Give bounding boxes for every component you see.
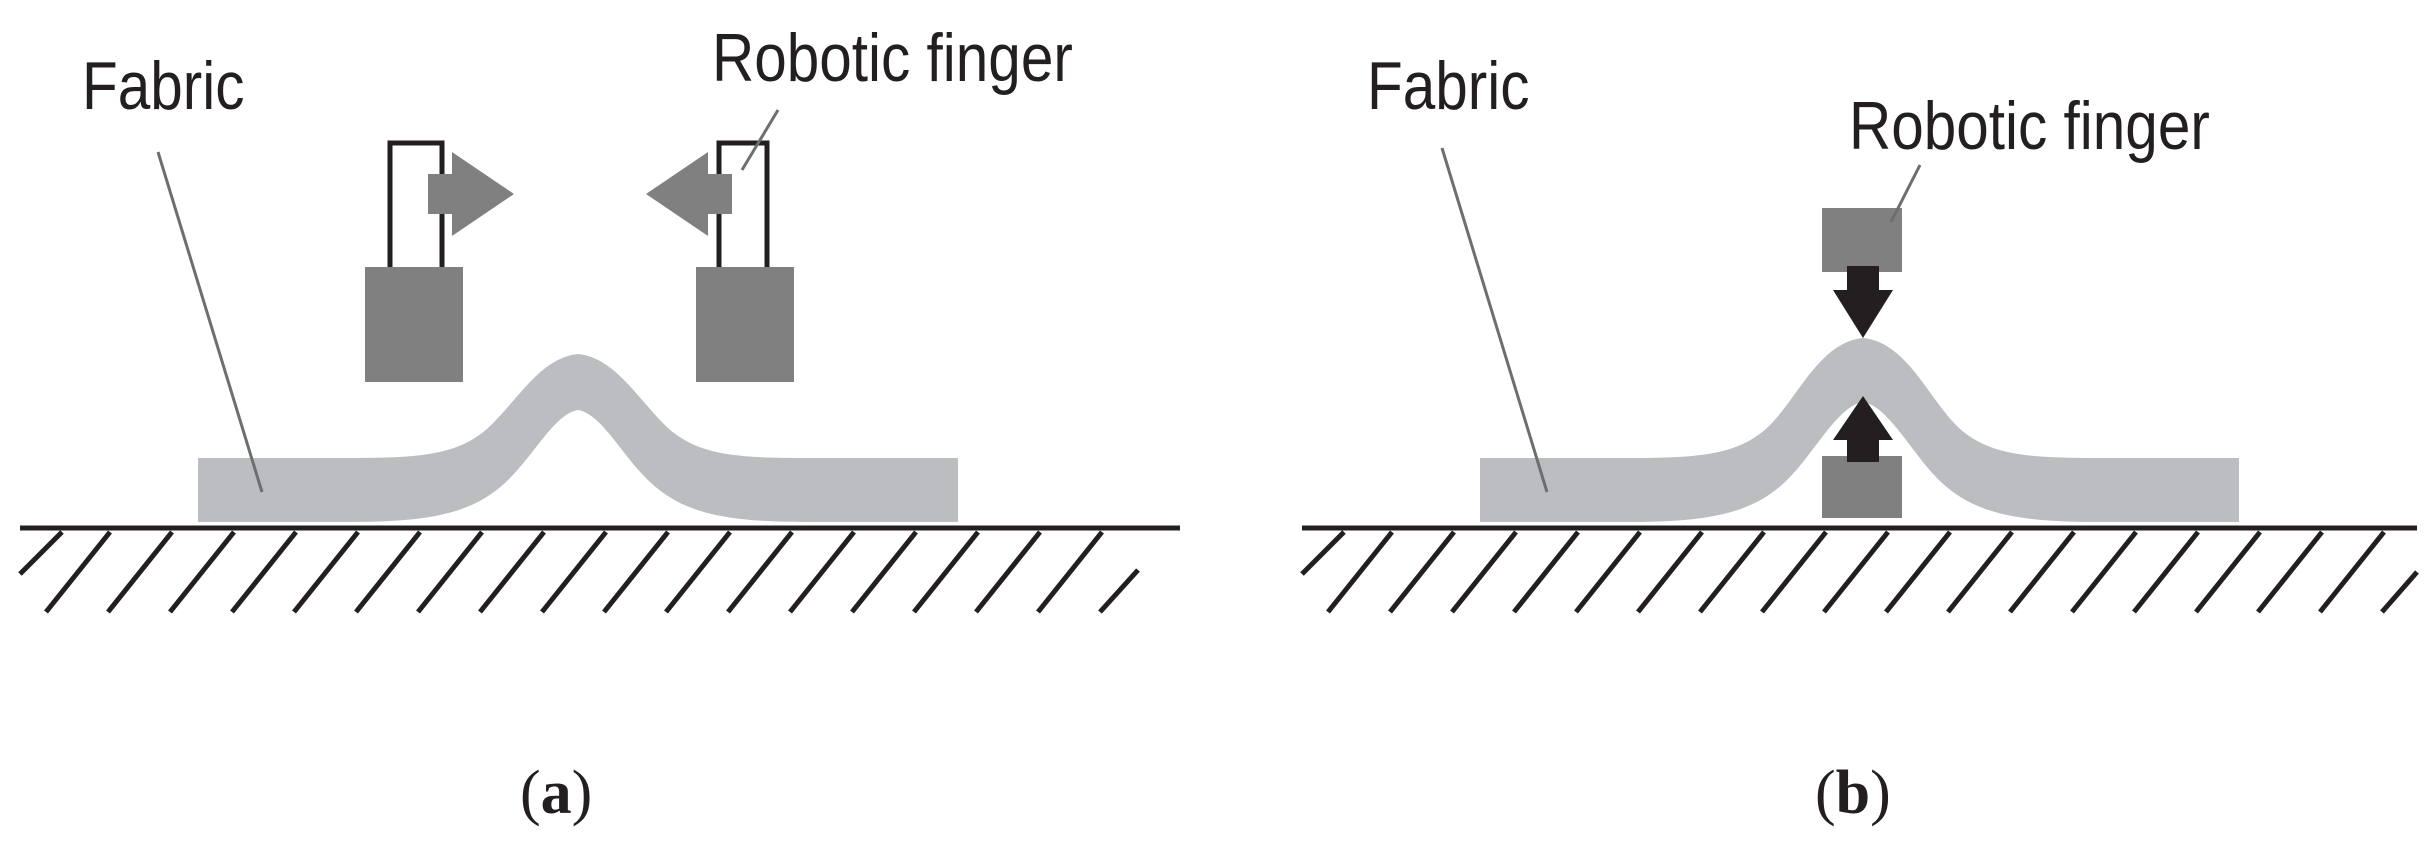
ground-hatch (1300, 525, 2419, 614)
down-arrow-icon (1833, 266, 1893, 338)
fabric-shape (198, 354, 958, 522)
ground-hatch (18, 525, 1180, 614)
left-robotic-finger (365, 140, 514, 382)
panel-b: Fabric Robotic finger (b) (1217, 0, 2434, 851)
lower-robotic-finger (1822, 396, 1902, 518)
panel-caption: (b) (1815, 759, 1891, 827)
panel-a: Fabric Robotic finger (a) (18, 20, 1180, 827)
right-robotic-finger (646, 140, 794, 382)
right-arrow-icon (428, 152, 514, 236)
fabric-shape (1480, 338, 2239, 522)
finger-leader-line (740, 109, 780, 171)
left-arrow-icon (646, 152, 732, 236)
up-arrow-icon (1833, 396, 1893, 462)
fabric-leader-line (1440, 147, 1549, 493)
robotic-finger-label: Robotic finger (1849, 88, 2210, 164)
finger-leader-line (1889, 164, 1922, 223)
fabric-label: Fabric (1367, 48, 1530, 124)
panel-caption: (a) (520, 759, 593, 827)
panel-a-drawing (18, 109, 1180, 614)
robotic-finger-label: Robotic finger (712, 20, 1073, 96)
fabric-leader-line (156, 151, 264, 493)
fabric-label: Fabric (82, 48, 245, 124)
panel-b-drawing (1300, 147, 2419, 614)
upper-robotic-finger (1822, 208, 1902, 338)
